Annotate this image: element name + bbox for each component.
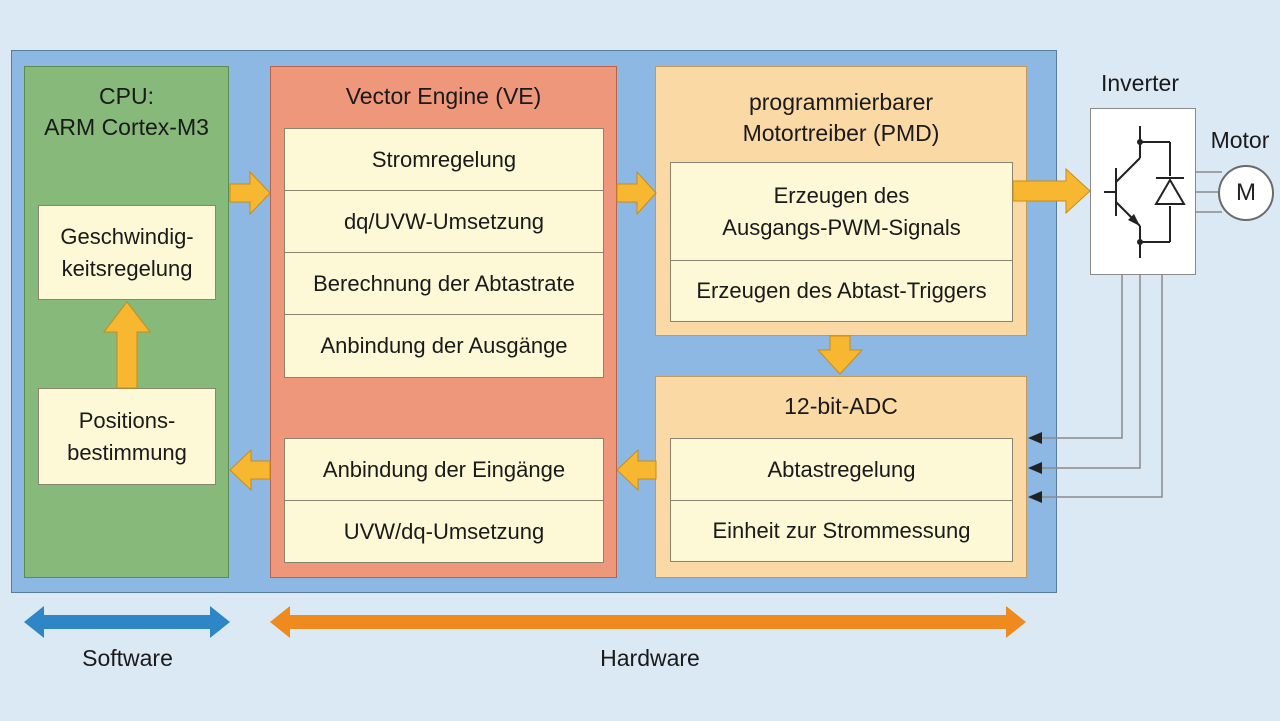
feedback-arrow-2	[1028, 462, 1042, 474]
arrow-pmd-to-adc	[816, 335, 864, 375]
emitter-arrow	[1128, 214, 1140, 226]
ve-title: Vector Engine (VE)	[345, 83, 542, 109]
ve-upper-stack: Stromregelung dq/UVW-Umsetzung Berechnun…	[284, 128, 604, 378]
hardware-arrow	[270, 606, 1026, 638]
pmd-block-pwm: Erzeugen des Ausgangs-PWM-Signals	[671, 163, 1012, 261]
arrow-pmd-to-inverter	[1012, 167, 1091, 215]
pmd-stack: Erzeugen des Ausgangs-PWM-Signals Erzeug…	[670, 162, 1013, 322]
inverter-label: Inverter	[1101, 70, 1179, 96]
adc-stack: Abtastregelung Einheit zur Strommessung	[670, 438, 1013, 562]
adc-block-sampling-control: Abtastregelung	[671, 439, 1012, 501]
pmd-block-trigger: Erzeugen des Abtast-Triggers	[696, 278, 987, 303]
ve-lower-stack: Anbindung der Eingänge UVW/dq-Umsetzung	[284, 438, 604, 563]
motor-symbol: M	[1218, 165, 1274, 221]
adc-block-current-measurement: Einheit zur Strommessung	[712, 518, 971, 543]
speed-control-block: Geschwindig- keitsregelung	[38, 205, 216, 300]
ve-block-output-binding: Anbindung der Ausgänge	[320, 333, 568, 358]
position-detection-block: Positions- bestimmung	[38, 388, 216, 485]
arrow-adc-to-ve	[616, 448, 657, 492]
ve-block-sampling-rate: Berechnung der Abtastrate	[285, 253, 603, 315]
software-arrow	[24, 606, 230, 638]
ve-block-input-binding: Anbindung der Eingänge	[285, 439, 603, 501]
cpu-title: CPU: ARM Cortex-M3	[44, 83, 209, 140]
arrow-ve-to-cpu	[229, 448, 271, 492]
software-label: Software	[82, 645, 173, 671]
feedback-arrow-1	[1028, 432, 1042, 444]
transistor-symbol	[1104, 126, 1171, 258]
arrow-cpu-to-ve	[229, 170, 271, 216]
diode-symbol	[1154, 177, 1186, 205]
feedback-arrow-3	[1028, 491, 1042, 503]
ve-block-dq-uvw: dq/UVW-Umsetzung	[285, 191, 603, 253]
pmd-title: programmierbarer Motortreiber (PMD)	[742, 89, 940, 146]
ve-block-uvw-dq: UVW/dq-Umsetzung	[343, 518, 545, 544]
motor-label: Motor	[1210, 127, 1270, 153]
arrow-ve-to-pmd	[616, 170, 657, 216]
hardware-label: Hardware	[600, 645, 700, 671]
arrow-position-to-speed	[102, 301, 152, 389]
ve-block-current-control: Stromregelung	[285, 129, 603, 191]
adc-title: 12-bit-ADC	[784, 393, 898, 419]
